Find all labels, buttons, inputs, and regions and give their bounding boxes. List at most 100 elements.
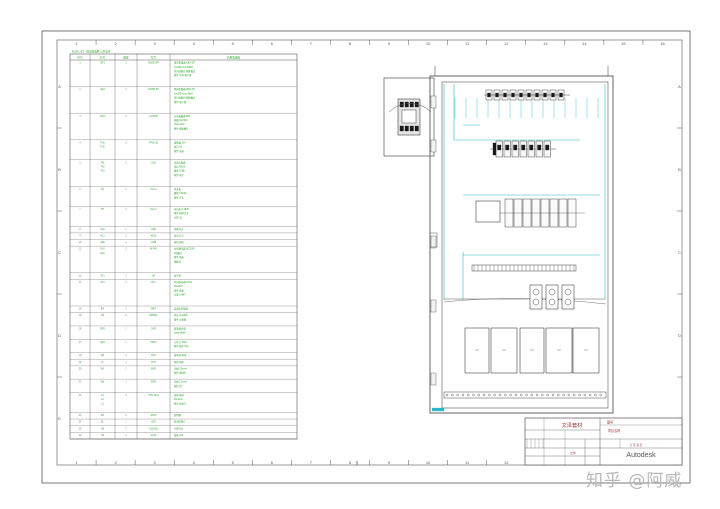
- bom-cell-spec: 导线 1.5mm²: [174, 380, 187, 384]
- gland-hole: [583, 393, 586, 397]
- bom-cell-code: KA2: [100, 252, 105, 255]
- frame-row-label-left: D: [58, 333, 61, 338]
- frame-col-label-top: 12: [504, 41, 509, 46]
- bom-cell-qty: 1: [125, 309, 127, 311]
- bom-cell-spec: 转换开关: [174, 227, 184, 231]
- door-switch-terminal-top: [404, 101, 409, 108]
- bom-cell-code: SQ: [101, 428, 105, 430]
- gland-hole: [477, 393, 480, 397]
- bom-cell-qty: 3: [125, 162, 127, 164]
- frame-col-label-top: 13: [543, 41, 548, 46]
- large-device: [490, 327, 518, 374]
- bom-cell-code: PV: [101, 209, 105, 211]
- gland-hole: [504, 393, 507, 397]
- gland-hole: [530, 393, 533, 397]
- frame-col-label-top: 16: [660, 41, 665, 46]
- bom-cell-spec: 风扇 AC220V: [174, 313, 188, 317]
- frame-col-label-top: 2: [114, 41, 117, 46]
- bom-cell-qty: 1: [125, 89, 127, 91]
- bom-header-cell: 代号: [100, 55, 106, 59]
- bom-cell-code: L2: [101, 399, 104, 401]
- bom-cell-model: LED: [151, 422, 156, 424]
- mounting-plate: [441, 81, 609, 409]
- hinge-mark: [430, 139, 437, 153]
- bom-cell-model: BVR: [151, 382, 156, 384]
- bom-cell-qty: 2: [125, 242, 127, 244]
- bom-cell-spec: 线圈 AC220V: [174, 118, 188, 122]
- bom-cell-code: KM1: [100, 116, 105, 118]
- bom-cell-spec: 交流接触器 95A: [174, 114, 191, 118]
- gland-hole: [514, 393, 518, 397]
- bom-cell-spec: 插拔式: [174, 259, 182, 263]
- contactor-face: [505, 144, 510, 151]
- gland-hole: [456, 393, 459, 397]
- bom-header-cell: 序号: [77, 55, 83, 59]
- frame-col-label-top: 9: [388, 41, 391, 46]
- large-device: [572, 327, 600, 374]
- gland-hole: [551, 393, 555, 397]
- bom-cell-model: NS250 3P: [148, 89, 159, 91]
- frame-row-label-left: E: [58, 416, 61, 421]
- contactor-face: [529, 144, 534, 151]
- bom-cell-spec: 时间继电器 0-60s: [174, 280, 193, 284]
- frame-col-label-top: 8: [349, 41, 352, 46]
- large-device: [464, 327, 490, 374]
- bom-cell-no: 13: [79, 282, 82, 284]
- frame-row-label-right: C: [678, 250, 681, 255]
- fuse-holder: [561, 284, 575, 310]
- gland-hole: [541, 393, 544, 397]
- cabinet-enclosure: [429, 75, 614, 414]
- bom-cell-code: KA1: [100, 248, 105, 251]
- contactor-row: [490, 140, 556, 158]
- bom-title: BOM LIST · 低压配电柜 元件清单: [72, 50, 111, 54]
- bom-cell-spec: 量程 0-600A: [174, 191, 187, 195]
- bom-cell-spec: 颜色 黄绿红: [174, 371, 187, 375]
- bom-cell-qty: 1: [125, 342, 127, 344]
- bom-cell-code: FU2: [100, 147, 105, 149]
- bom-cell-qty: 1: [125, 422, 127, 424]
- door-switch-terminal-bottom: [404, 125, 409, 132]
- bom-cell-qty: 1: [125, 382, 127, 384]
- bom-cell-spec: 附件:底座: [174, 255, 185, 259]
- frame-col-label-top: 5: [232, 41, 235, 46]
- bom-cell-code: XS: [101, 435, 105, 437]
- bom-cell-model: NS630 3P: [148, 63, 159, 65]
- bom-cell-spec: 指示灯 红: [174, 233, 185, 237]
- bom-cell-spec: 接地排 铜排: [174, 353, 187, 357]
- bom-cell-model: FK5521: [149, 315, 158, 317]
- zhihu-watermark: 知乎 @阿威: [586, 471, 683, 491]
- bom-cell-model: BVR: [151, 368, 156, 370]
- bom-cell-no: 20: [79, 368, 82, 370]
- bom-cell-spec: 附件:操作手柄: [174, 344, 189, 348]
- tb-drawing-no: 图号: [607, 420, 613, 425]
- bom-cell-no: 7: [79, 209, 81, 211]
- large-device: [519, 327, 545, 374]
- door-switch-terminal-bottom: [409, 125, 414, 132]
- bom-cell-code: FN: [101, 315, 104, 317]
- bom-cell-spec: 电流表: [174, 187, 182, 191]
- gland-hole: [594, 393, 597, 397]
- large-device: [545, 327, 573, 374]
- bom-cell-code: PA: [101, 188, 104, 191]
- bom-cell-spec: In=250A Icu=36kA: [174, 92, 193, 95]
- bom-cell-no: 8: [79, 229, 81, 231]
- bom-cell-spec: 附件:端子罩: [174, 100, 187, 104]
- bom-cell-code: N: [102, 362, 104, 364]
- frame-col-label-bottom: 10: [426, 460, 431, 465]
- gland-hole: [467, 393, 470, 397]
- bom-cell-qty: 1: [125, 362, 127, 364]
- contactor-face: [513, 144, 518, 151]
- hinge-mark: [430, 95, 437, 109]
- breaker-row-top: [484, 89, 570, 101]
- bom-cell-qty: 1: [125, 329, 127, 331]
- tb-scale: 比例: [570, 451, 576, 455]
